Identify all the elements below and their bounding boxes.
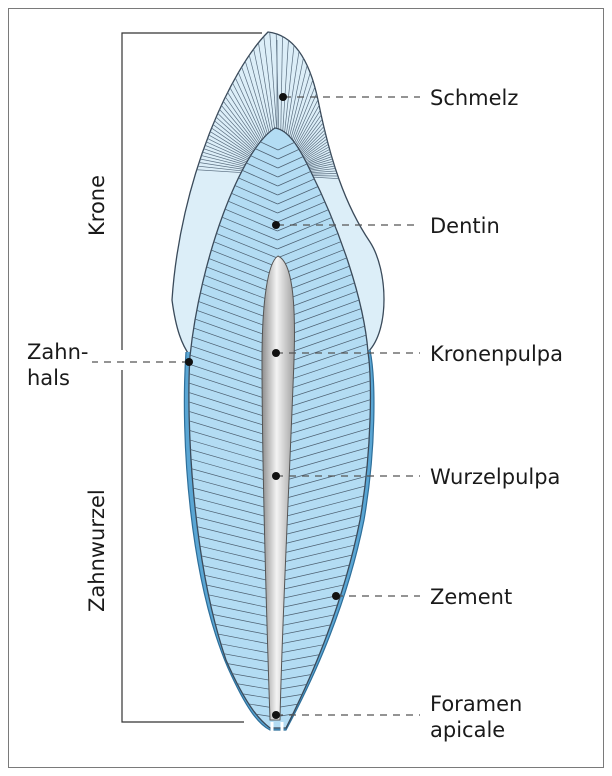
label-krone: Krone xyxy=(85,174,109,236)
label-apicale: apicale xyxy=(430,718,506,742)
label-kronenpulpa: Kronenpulpa xyxy=(430,342,564,366)
label-foramen: Foramen xyxy=(430,692,523,716)
label-wurzelpulpa: Wurzelpulpa xyxy=(430,465,561,489)
label-hals: hals xyxy=(27,366,70,390)
label-zement: Zement xyxy=(430,585,513,609)
pulp-shape xyxy=(261,255,295,721)
label-schmelz: Schmelz xyxy=(430,86,519,110)
label-zahnwurzel: Zahnwurzel xyxy=(85,489,109,612)
marker-dots xyxy=(185,93,340,719)
label-zahn: Zahn- xyxy=(27,340,89,364)
krone-bracket xyxy=(121,32,262,723)
label-dentin: Dentin xyxy=(430,214,500,238)
leader-lines xyxy=(92,96,420,716)
figure-frame xyxy=(8,8,604,768)
